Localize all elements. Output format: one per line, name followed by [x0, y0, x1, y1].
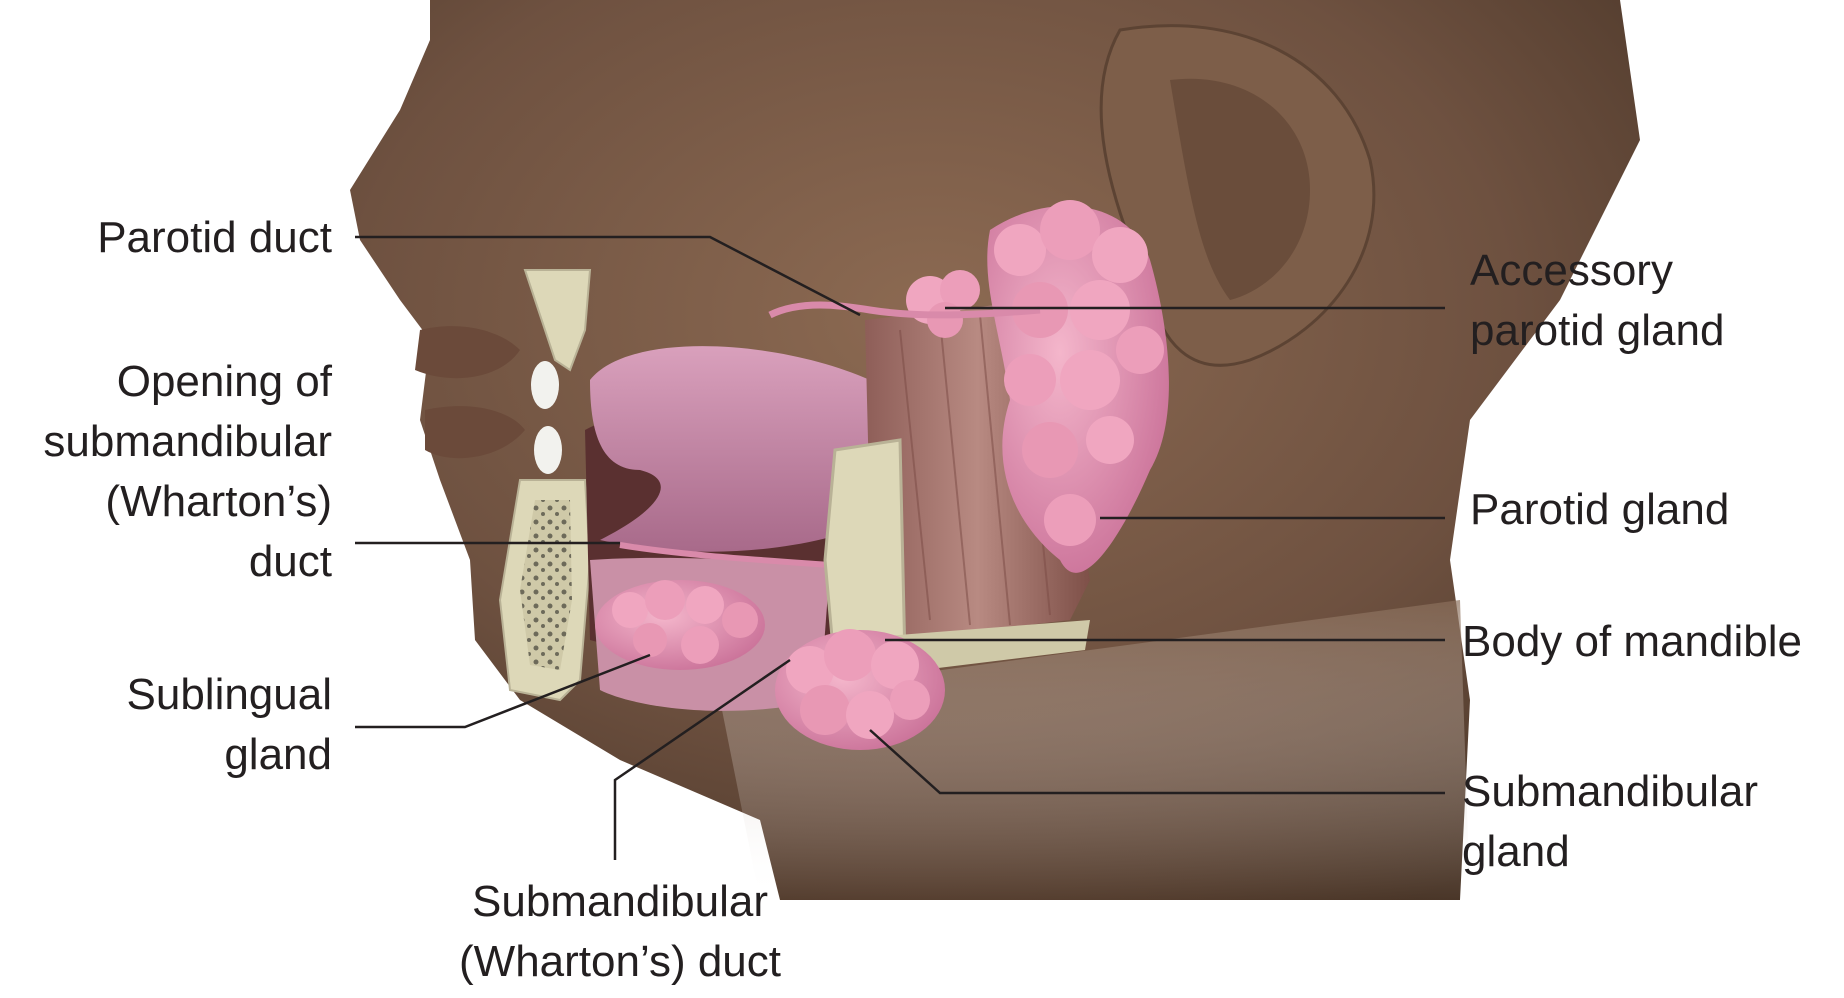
submandibular-duct-path — [619, 542, 831, 568]
lower-lip — [425, 406, 525, 459]
label-line: Parotid duct — [97, 213, 332, 262]
label-line: Submandibular — [1462, 767, 1758, 816]
label-opening-submandibular-duct: Opening of submandibular (Wharton’s) duc… — [43, 352, 332, 592]
parotid-gland — [987, 200, 1169, 573]
label-parotid-duct: Parotid duct — [97, 208, 332, 268]
ear-inner — [1170, 78, 1310, 300]
label-line: duct — [248, 537, 332, 586]
label-line: Submandibular — [472, 877, 768, 926]
label-line: parotid gland — [1470, 306, 1725, 355]
label-line: (Wharton’s) — [105, 477, 332, 526]
submandibular-gland — [775, 629, 945, 750]
label-submandibular-duct: Submandibular (Wharton’s) duct — [420, 872, 820, 992]
sublingual-gland — [595, 580, 765, 670]
label-accessory-parotid-gland: Accessory parotid gland — [1470, 241, 1724, 361]
label-line: gland — [224, 730, 332, 779]
label-sublingual-gland: Sublingual gland — [127, 665, 333, 785]
label-line: Accessory — [1470, 246, 1673, 295]
label-line: Body of mandible — [1462, 617, 1802, 666]
leader-sublingual-gland — [355, 653, 651, 729]
label-line: submandibular — [43, 417, 332, 466]
label-line: Opening of — [116, 357, 332, 406]
leader-submandibular-gland — [869, 729, 1445, 795]
upper-lip — [415, 326, 520, 379]
label-parotid-gland: Parotid gland — [1470, 480, 1729, 540]
label-body-of-mandible: Body of mandible — [1462, 612, 1802, 672]
label-line: (Wharton’s) duct — [459, 937, 781, 986]
label-line: gland — [1462, 827, 1570, 876]
lower-tooth — [534, 426, 562, 474]
leader-submandibular-duct — [613, 658, 791, 860]
maxilla-bone — [523, 269, 592, 372]
label-line: Sublingual — [126, 670, 333, 719]
leader-parotid-duct — [355, 235, 861, 317]
tongue — [590, 346, 880, 552]
upper-tooth — [531, 361, 559, 409]
label-line: Parotid gland — [1470, 485, 1730, 534]
label-submandibular-gland: Submandibular gland — [1462, 762, 1758, 882]
leader-lines — [355, 235, 1445, 860]
parotid-duct-path — [768, 301, 1041, 319]
